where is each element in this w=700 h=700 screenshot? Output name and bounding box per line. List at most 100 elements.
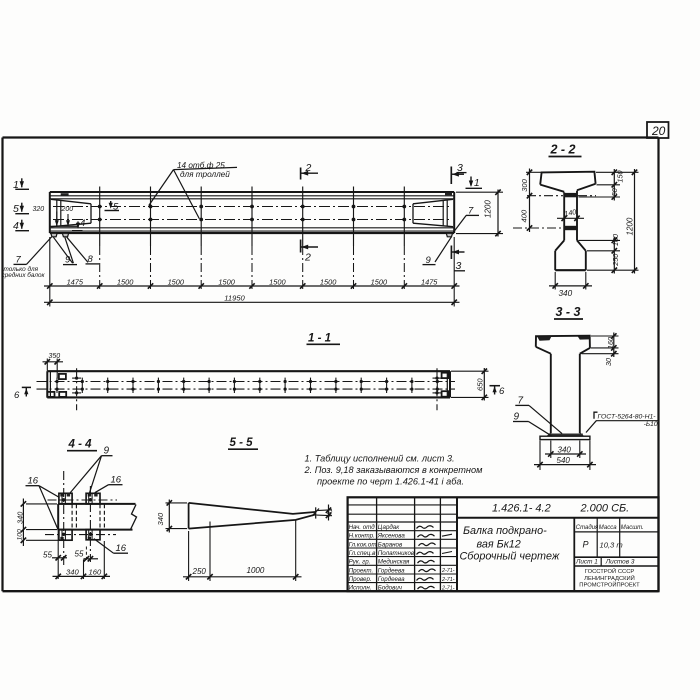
svg-text:9: 9	[65, 255, 71, 266]
svg-text:6: 6	[14, 390, 20, 401]
svg-text:Мединская: Мединская	[378, 559, 410, 566]
svg-text:1500: 1500	[371, 277, 388, 286]
svg-text:Стадия: Стадия	[576, 525, 599, 531]
svg-text:Полатников: Полатников	[378, 550, 415, 557]
svg-text:Бодович: Бодович	[378, 585, 403, 592]
svg-text:7: 7	[518, 396, 524, 407]
svg-text:2: 2	[305, 162, 312, 174]
svg-text:1500: 1500	[168, 277, 185, 286]
svg-text:Гордеева: Гордеева	[378, 576, 405, 583]
svg-text:2.000 СБ.: 2.000 СБ.	[580, 503, 630, 515]
svg-text:1. Таблицу исполнений см. лис: 1. Таблицу исполнений см. лист 3.	[305, 453, 455, 463]
svg-text:1500: 1500	[218, 277, 235, 286]
svg-text:1200: 1200	[484, 200, 493, 218]
svg-text:Нач. отд: Нач. отд	[349, 524, 376, 531]
svg-text:340: 340	[558, 445, 572, 454]
svg-text:16: 16	[116, 543, 127, 554]
svg-text:160: 160	[89, 567, 102, 576]
svg-text:11950: 11950	[224, 293, 245, 302]
svg-text:1.426.1- 4.2: 1.426.1- 4.2	[492, 503, 551, 515]
svg-text:55: 55	[43, 551, 52, 560]
svg-text:ЛЕНИНГРАДСКИЙ: ЛЕНИНГРАДСКИЙ	[584, 574, 635, 582]
svg-text:Сборочный чертеж: Сборочный чертеж	[460, 551, 560, 563]
svg-text:20: 20	[651, 124, 666, 138]
svg-text:4 - 4: 4 - 4	[68, 439, 93, 451]
svg-text:250: 250	[611, 254, 620, 267]
svg-text:340: 340	[156, 512, 165, 525]
svg-text:340: 340	[559, 289, 573, 298]
svg-text:250: 250	[192, 567, 207, 576]
svg-text:650: 650	[476, 378, 485, 391]
svg-text:проекте по черт 1.426.1-41 і а: проекте по черт 1.426.1-41 і аба.	[317, 476, 464, 486]
svg-text:1200: 1200	[625, 217, 634, 235]
svg-text:Р: Р	[583, 540, 589, 550]
svg-text:1475: 1475	[67, 277, 84, 286]
svg-text:340: 340	[66, 567, 79, 576]
svg-text:540: 540	[557, 456, 571, 465]
svg-text:Масса: Масса	[599, 525, 617, 531]
svg-text:8: 8	[88, 254, 94, 265]
svg-text:Проект.: Проект.	[349, 567, 374, 574]
svg-text:320: 320	[33, 206, 45, 213]
svg-text:2-71-: 2-71-	[441, 568, 455, 574]
svg-text:Яксенова: Яксенова	[377, 533, 406, 540]
svg-text:вая Бк12: вая Бк12	[477, 538, 521, 550]
svg-text:350: 350	[49, 353, 61, 360]
svg-text:Цардак: Цардак	[378, 524, 400, 531]
svg-text:5: 5	[113, 202, 119, 213]
svg-text:Гл.спец.в: Гл.спец.в	[349, 550, 376, 557]
svg-text:ГОССТРОЙ СССР: ГОССТРОЙ СССР	[585, 567, 635, 575]
svg-text:4: 4	[80, 218, 85, 229]
svg-text:1: 1	[474, 178, 480, 189]
svg-text:средних балок: средних балок	[2, 271, 46, 279]
svg-text:3 - 3: 3 - 3	[556, 305, 581, 319]
svg-text:150: 150	[616, 171, 625, 183]
svg-text:3: 3	[456, 260, 462, 272]
svg-text:5: 5	[13, 203, 19, 215]
svg-text:16: 16	[28, 476, 39, 487]
svg-text:40: 40	[326, 508, 335, 517]
svg-text:Листов 3: Листов 3	[605, 559, 635, 566]
svg-text:Лист 1: Лист 1	[575, 559, 598, 566]
svg-text:9: 9	[104, 446, 110, 457]
svg-text:2-71-: 2-71-	[441, 585, 455, 591]
svg-text:140: 140	[564, 207, 577, 218]
svg-text:-Ь10: -Ь10	[644, 421, 658, 428]
svg-text:Балка подкрано-: Балка подкрано-	[463, 525, 547, 537]
svg-text:1 - 1: 1 - 1	[308, 333, 331, 345]
svg-text:1475: 1475	[421, 277, 438, 286]
svg-text:7: 7	[16, 255, 22, 266]
svg-text:340: 340	[15, 511, 24, 524]
svg-text:100: 100	[611, 234, 620, 246]
svg-text:Баранов: Баранов	[378, 541, 403, 548]
svg-text:2: 2	[304, 252, 311, 264]
svg-text:9: 9	[426, 255, 432, 266]
svg-text:Рук. гр.: Рук. гр.	[349, 559, 371, 566]
svg-text:для троллей: для троллей	[180, 170, 230, 179]
svg-text:1000: 1000	[247, 566, 265, 575]
svg-text:2 - 2: 2 - 2	[550, 143, 576, 157]
svg-text:Гл.кок.от: Гл.кок.от	[349, 541, 377, 548]
svg-text:1500: 1500	[117, 277, 134, 286]
svg-text:16: 16	[111, 475, 122, 486]
svg-text:14 отб.ф 25: 14 отб.ф 25	[177, 161, 225, 170]
svg-text:300: 300	[520, 178, 529, 191]
svg-text:2-71-: 2-71-	[441, 577, 455, 583]
svg-text:5 - 5: 5 - 5	[230, 437, 254, 449]
svg-text:9: 9	[514, 412, 520, 423]
svg-text:4: 4	[13, 220, 19, 232]
svg-text:100: 100	[16, 529, 23, 541]
svg-text:ПРОМСТРОЙПРОЕКТ: ПРОМСТРОЙПРОЕКТ	[579, 580, 640, 588]
svg-text:Провер.: Провер.	[349, 576, 372, 583]
svg-text:3: 3	[457, 162, 463, 174]
svg-text:Гордеева: Гордеева	[378, 567, 405, 574]
svg-text:Исполн.: Исполн.	[349, 585, 372, 592]
svg-text:2. Поз. 9,18 заказываются в ко: 2. Поз. 9,18 заказываются в конкретном	[304, 465, 484, 475]
svg-text:30: 30	[604, 358, 613, 366]
svg-text:1500: 1500	[320, 277, 337, 286]
svg-text:1500: 1500	[269, 277, 286, 286]
svg-text:10,3 т: 10,3 т	[600, 540, 623, 549]
svg-text:1: 1	[13, 179, 19, 191]
svg-text:160: 160	[606, 337, 615, 349]
svg-text:Масшт.: Масшт.	[621, 525, 644, 531]
